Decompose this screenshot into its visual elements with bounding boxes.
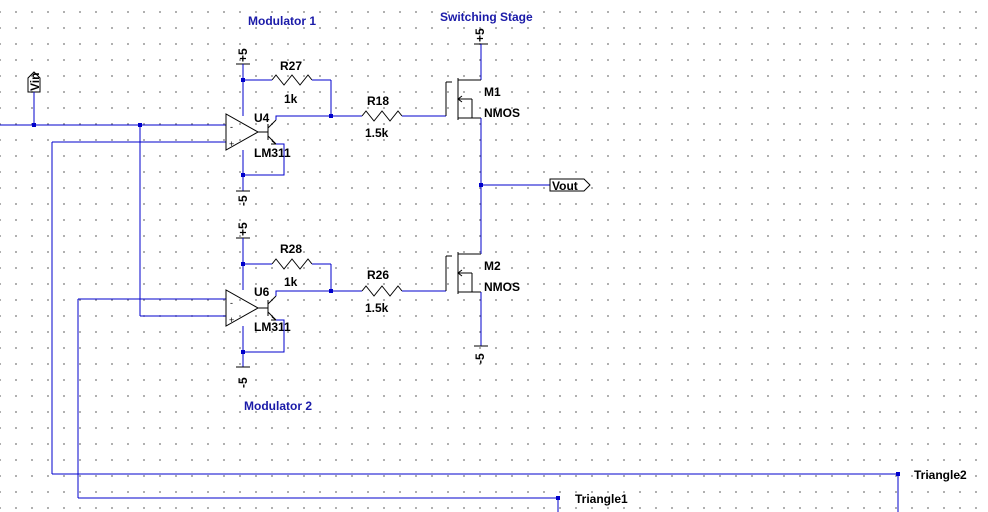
m2-ref: M2 (484, 259, 501, 273)
vin-net-flag[interactable]: Vin (27, 71, 42, 93)
section-label-modulator-2: Modulator 2 (244, 399, 312, 413)
u4-ref: U4 (254, 111, 270, 125)
m2-nmos[interactable] (445, 252, 481, 294)
triangle2-label[interactable]: Triangle2 (914, 468, 967, 482)
r26-value: 1.5k (365, 301, 389, 315)
m1-nmos[interactable] (445, 78, 481, 120)
r26-resistor[interactable] (361, 285, 403, 297)
wire-u4-emitter (243, 143, 285, 176)
vin-label: Vin (28, 73, 42, 91)
r26-ref: R26 (367, 268, 389, 282)
triangle1-label[interactable]: Triangle1 (575, 492, 628, 506)
r27-resistor[interactable] (271, 74, 313, 86)
u4-model: LM311 (254, 146, 291, 160)
r28-resistor[interactable] (271, 258, 313, 270)
u4-pin-minus: - (230, 122, 233, 132)
vout-label: Vout (552, 179, 578, 193)
m1-model: NMOS (484, 106, 520, 120)
junction-u4-output (329, 114, 333, 118)
r18-resistor[interactable] (361, 110, 403, 122)
junction-vin (32, 123, 36, 127)
r18-ref: R18 (367, 94, 389, 108)
r27-ref: R27 (280, 59, 302, 73)
r28-ref: R28 (280, 242, 302, 256)
r18-value: 1.5k (365, 126, 389, 140)
vout-net-flag[interactable]: Vout (549, 178, 591, 193)
junction-u6-output (329, 289, 333, 293)
u6-pin-minus: - (230, 298, 233, 308)
u4-supply-pos-label: +5 (236, 48, 250, 62)
r28-value: 1k (284, 275, 298, 289)
u4-pin-plus: + (229, 139, 234, 149)
section-label-switching-stage: Switching Stage (440, 10, 533, 24)
section-label-modulator-1: Modulator 1 (248, 14, 316, 28)
u4-supply-neg-label: -5 (236, 195, 250, 206)
r27-value: 1k (284, 92, 298, 106)
u6-supply-neg-label: -5 (236, 377, 250, 388)
u6-ref: U6 (254, 285, 270, 299)
u6-pin-plus: + (229, 315, 234, 325)
wire-u4-output (275, 115, 362, 120)
u6-model: LM311 (254, 320, 291, 334)
m2-supply-neg-label: -5 (473, 353, 487, 364)
m2-model: NMOS (484, 280, 520, 294)
m1-supply-pos-label: +5 (473, 28, 487, 42)
m1-ref: M1 (484, 85, 501, 99)
u6-comparator[interactable]: - + (225, 289, 278, 327)
wire-u6-emitter (243, 319, 285, 353)
wire-u6-output (275, 290, 362, 296)
u6-supply-pos-label: +5 (236, 222, 250, 236)
